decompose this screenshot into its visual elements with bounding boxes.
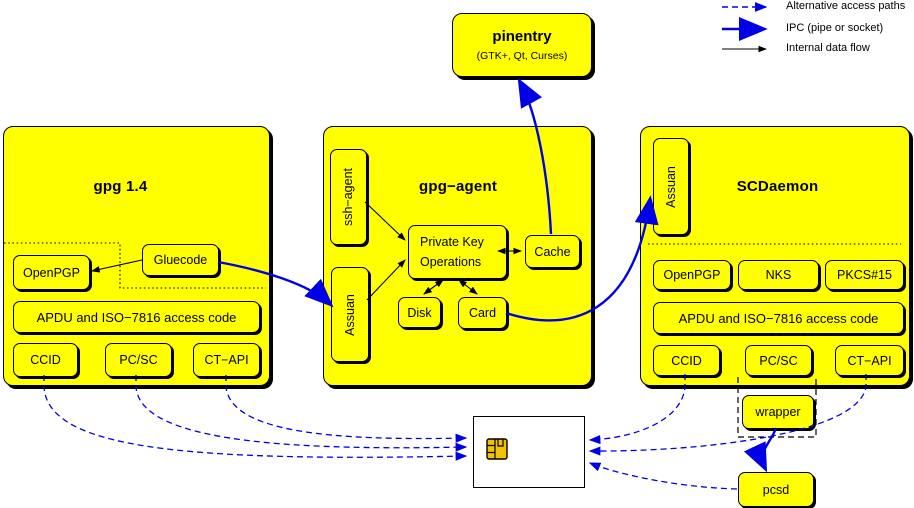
scdaemon-assuan-node: Assuan xyxy=(653,138,689,235)
ssh-agent-label: ssh−agent xyxy=(341,167,356,227)
scdaemon-assuan-label: Assuan xyxy=(664,165,679,208)
private-key-operations-node: Private Key Operations xyxy=(408,225,507,279)
gpg14-openpgp-node: OpenPGP xyxy=(13,255,90,290)
gpg14-ctapi-node: CT−API xyxy=(193,343,260,377)
scdaemon-title: SCDaemon xyxy=(736,178,819,195)
ipc-wrapper-pcsd xyxy=(743,427,778,473)
scdaemon-pkcs15-node: PKCS#15 xyxy=(825,260,904,290)
gpg14-ccid-node: CCID xyxy=(13,343,78,377)
legend-alt-access-label: Alternative access paths xyxy=(786,0,906,12)
alt-gpg14-ccid-card xyxy=(43,375,468,461)
alt-pcsd-card xyxy=(588,462,738,490)
gpg14-gluecode-node: Gluecode xyxy=(142,244,219,276)
pcsd-node: pcsd xyxy=(738,472,814,507)
scdaemon-openpgp-node: OpenPGP xyxy=(653,260,731,290)
gpg14-apdu-node: APDU and ISO−7816 access code xyxy=(13,301,260,333)
card-node: Card xyxy=(458,297,507,329)
smartcard xyxy=(473,416,585,488)
pinentry-box: pinentry (GTK+, Qt, Curses) xyxy=(452,13,592,77)
scdaemon-ctapi-node: CT−API xyxy=(835,345,904,376)
disk-node: Disk xyxy=(398,297,441,328)
legend-ipc-label: IPC (pipe or socket) xyxy=(786,22,884,34)
wrapper-node: wrapper xyxy=(742,395,814,429)
gpg14-title: gpg 1.4 xyxy=(93,178,148,195)
pinentry-subtitle: (GTK+, Qt, Curses) xyxy=(476,50,568,62)
gpg-agent-assuan-node: Assuan xyxy=(331,267,369,362)
cache-node: Cache xyxy=(525,235,580,268)
gpg-agent-assuan-label: Assuan xyxy=(343,293,358,336)
gpg-agent-ssh-agent-node: ssh−agent xyxy=(330,149,367,245)
scdaemon-nks-node: NKS xyxy=(738,260,819,290)
pko-line1: Private Key xyxy=(420,235,484,249)
scdaemon-apdu-node: APDU and ISO−7816 access code xyxy=(653,302,904,334)
gpg-agent-title: gpg−agent xyxy=(418,178,498,195)
scdaemon-pcsc-node: PC/SC xyxy=(745,345,812,376)
smartcard-chip-icon xyxy=(486,438,508,460)
scdaemon-ccid-node: CCID xyxy=(653,345,720,376)
legend-internal-label: Internal data flow xyxy=(786,42,870,54)
pinentry-title: pinentry xyxy=(492,28,552,45)
pko-line2: Operations xyxy=(420,255,482,269)
gpg14-pcsc-node: PC/SC xyxy=(105,343,172,377)
